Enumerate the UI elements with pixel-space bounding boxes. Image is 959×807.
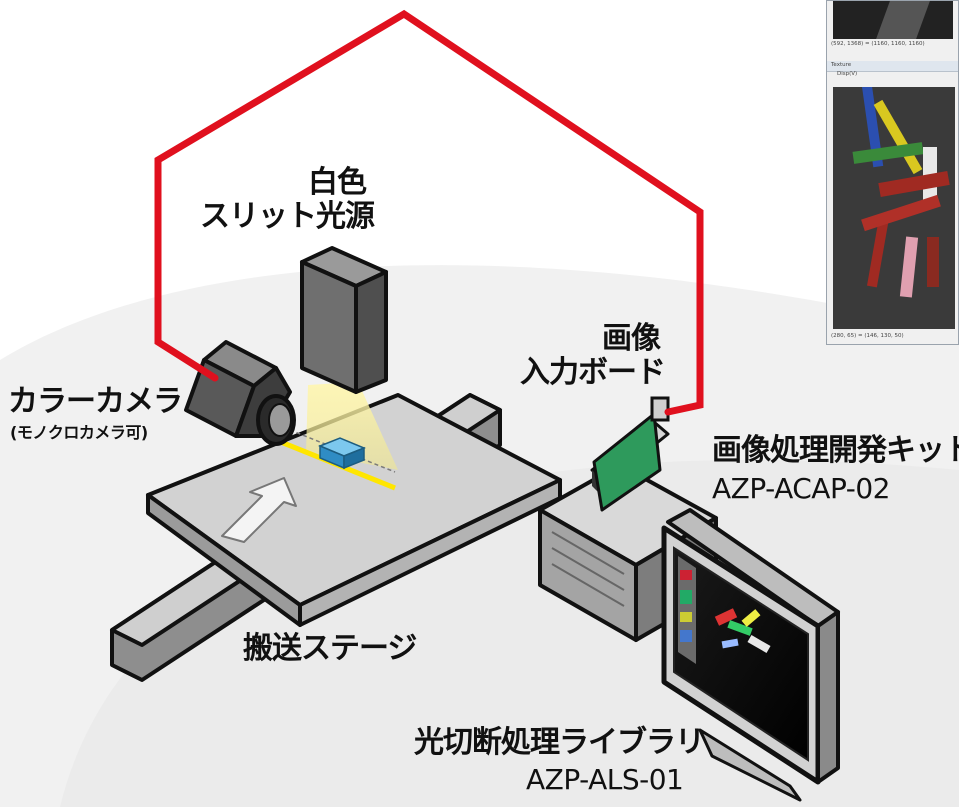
kit-model-label: AZP-ACAP-02	[712, 472, 890, 505]
monitor-screen	[673, 546, 809, 762]
library-name-label: 光切断処理ライブラリ	[414, 725, 705, 760]
light-source-label-line1: 白色	[308, 165, 367, 200]
inset-panel-subtitle: Disp(V)	[837, 71, 858, 77]
direction-arrow	[221, 477, 297, 543]
software-inset: (592, 1368) = (1160, 1160, 1160) Texture…	[826, 0, 959, 345]
camera-cable	[154, 9, 704, 416]
light-source-label-line2: スリット光源	[200, 198, 375, 234]
inset-panel-header	[827, 61, 958, 72]
inset-top-coords: (592, 1368) = (1160, 1160, 1160)	[831, 41, 925, 47]
inset-texture-image	[833, 87, 955, 329]
board-label-line1: 画像	[602, 321, 661, 356]
stage-label: 搬送ステージ	[243, 631, 417, 666]
inset-bottom-coords: (280, 65) = (146, 130, 50)	[831, 333, 904, 339]
camera-label: カラーカメラ	[8, 384, 183, 419]
camera-note: (モノクロカメラ可)	[10, 423, 148, 442]
slit-light-source	[300, 246, 388, 394]
inset-panel-title: Texture	[831, 62, 852, 68]
light-source-label: 白色 スリット光源	[200, 165, 375, 234]
color-camera	[184, 340, 296, 446]
library-model-label: AZP-ALS-01	[526, 763, 684, 796]
monitor	[661, 508, 840, 802]
kit-name-label: 画像処理開発キット	[712, 433, 959, 468]
inset-top-image	[833, 1, 953, 39]
board-label-line2: 入力ボード	[520, 354, 666, 390]
board-label: 画像 入力ボード	[520, 321, 666, 390]
workpiece	[318, 437, 366, 470]
